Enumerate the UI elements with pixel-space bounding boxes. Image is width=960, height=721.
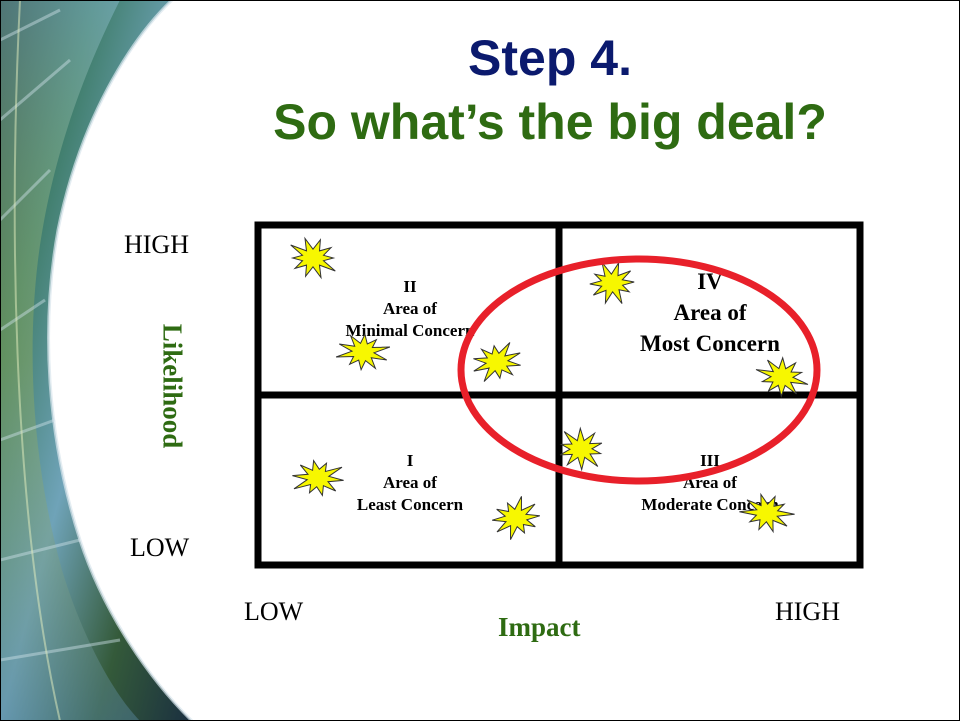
risk-marker-burst [473,342,521,382]
risk-marker-burst [292,459,344,497]
quadrant-i-line1: Area of [383,473,437,492]
most-concern-highlight-ellipse [457,255,821,485]
quadrant-ii-line1: Area of [383,299,437,318]
quadrant-ii-line2: Minimal Concern [345,321,475,340]
x-axis-title: Impact [498,612,581,642]
risk-marker-burst [335,332,391,372]
x-axis-high-label: HIGH [775,597,840,626]
quadrant-iv-line2: Most Concern [640,331,780,356]
risk-marker-burst [755,356,809,398]
quadrant-ii-numeral: II [403,277,417,296]
x-axis-low-label: LOW [244,597,304,626]
quadrant-iv-line1: Area of [673,300,747,325]
y-axis-low-label: LOW [130,533,190,562]
quadrant-i-numeral: I [406,451,414,470]
risk-marker-burst [290,236,336,280]
title-line-2: So what’s the big deal? [273,94,827,150]
risk-marker-burst [739,492,795,534]
title-line-1: Step 4. [468,30,632,86]
quadrant-iii: III Area of Moderate Concern [610,450,810,516]
risk-marker-burst [492,496,540,540]
quadrant-i: I Area of Least Concern [310,450,510,516]
quadrant-ii: II Area of Minimal Concern [310,276,510,342]
risk-marker-burst [589,261,635,305]
quadrant-iii-line2: Moderate Concern [641,495,779,514]
y-axis-high-label: HIGH [124,230,189,259]
quadrant-i-line2: Least Concern [356,495,464,514]
risk-marker-burst [559,426,603,472]
quadrant-iii-numeral: III [700,451,720,470]
quadrant-iv: IV Area of Most Concern [600,266,820,359]
